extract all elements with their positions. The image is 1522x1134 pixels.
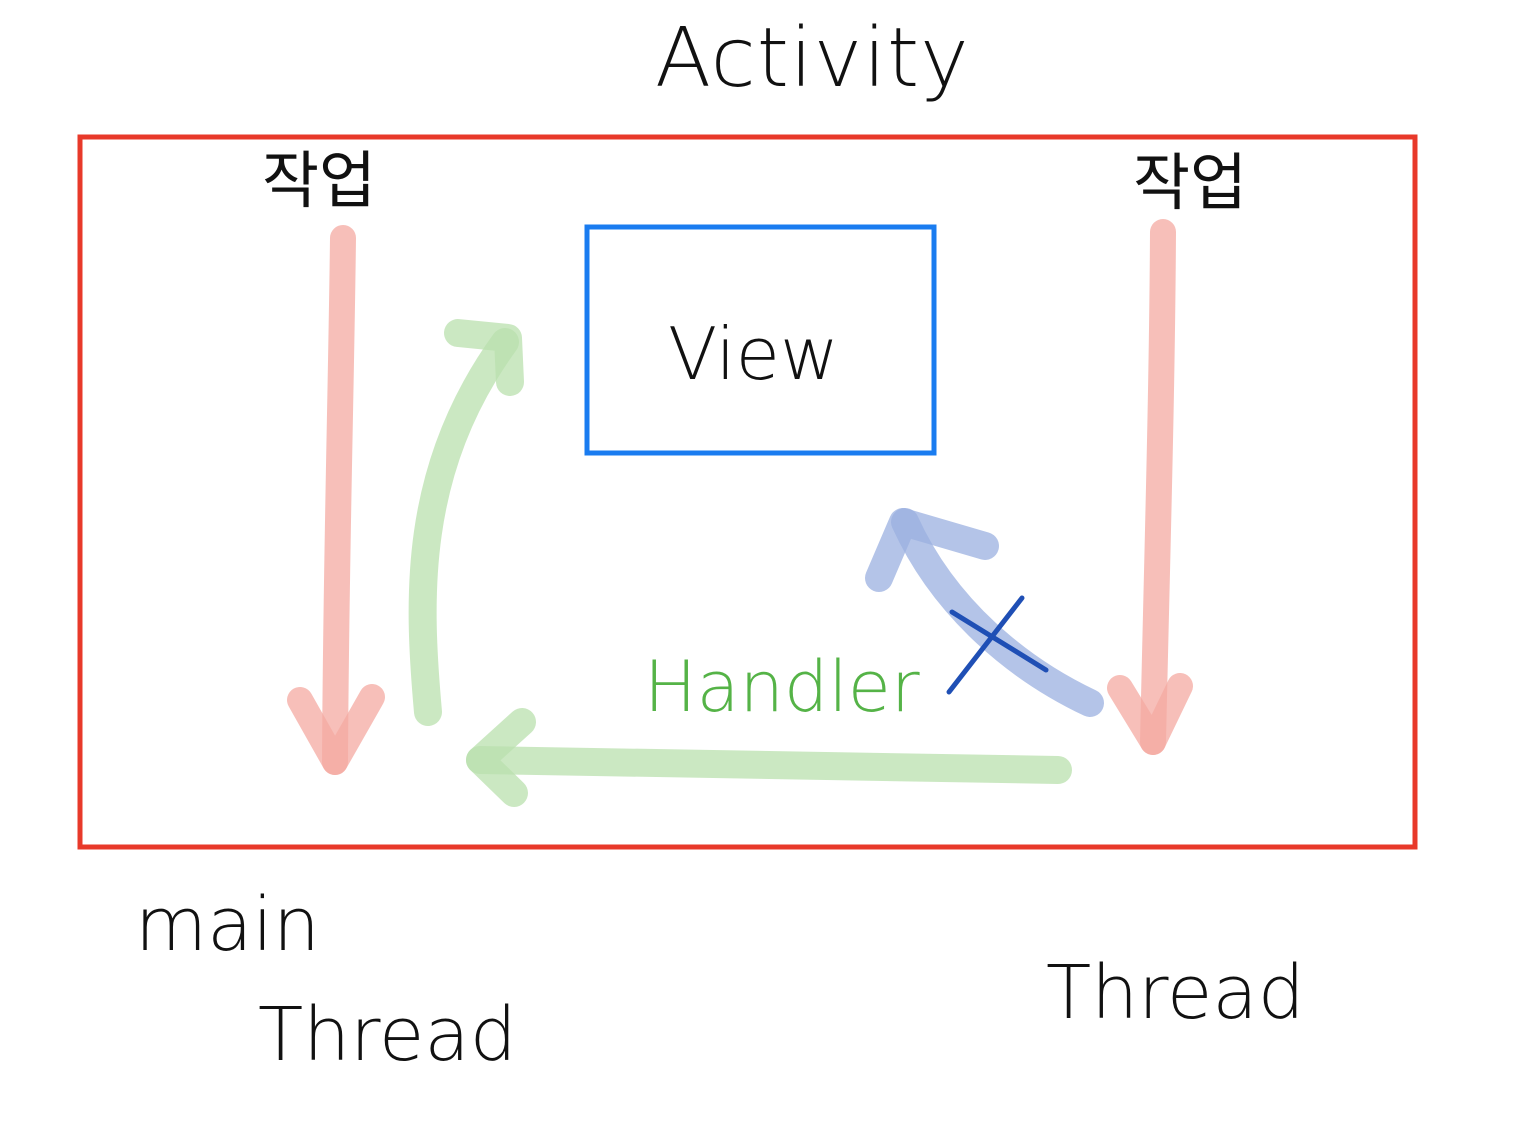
activity-title: Activity: [655, 11, 970, 106]
main-thread-update-view-arrow: [408, 319, 524, 726]
view-box: [584, 224, 937, 456]
worker-thread-task-arrow: [1107, 219, 1193, 755]
main-thread-task-arrow: [287, 225, 385, 775]
main-thread-label-main: main: [135, 882, 320, 968]
handler-label: Handler: [644, 646, 920, 728]
worker-thread-task-label: 작업: [1133, 146, 1248, 219]
main-thread-label-thread: Thread: [258, 992, 517, 1078]
handler-message-arrow: [466, 708, 1072, 807]
worker-thread-label: Thread: [1046, 950, 1305, 1036]
activity-box: [77, 134, 1418, 850]
main-thread-task-label: 작업: [262, 144, 377, 217]
not-allowed-cross-icon: [946, 595, 1049, 695]
view-label: View: [668, 312, 839, 396]
